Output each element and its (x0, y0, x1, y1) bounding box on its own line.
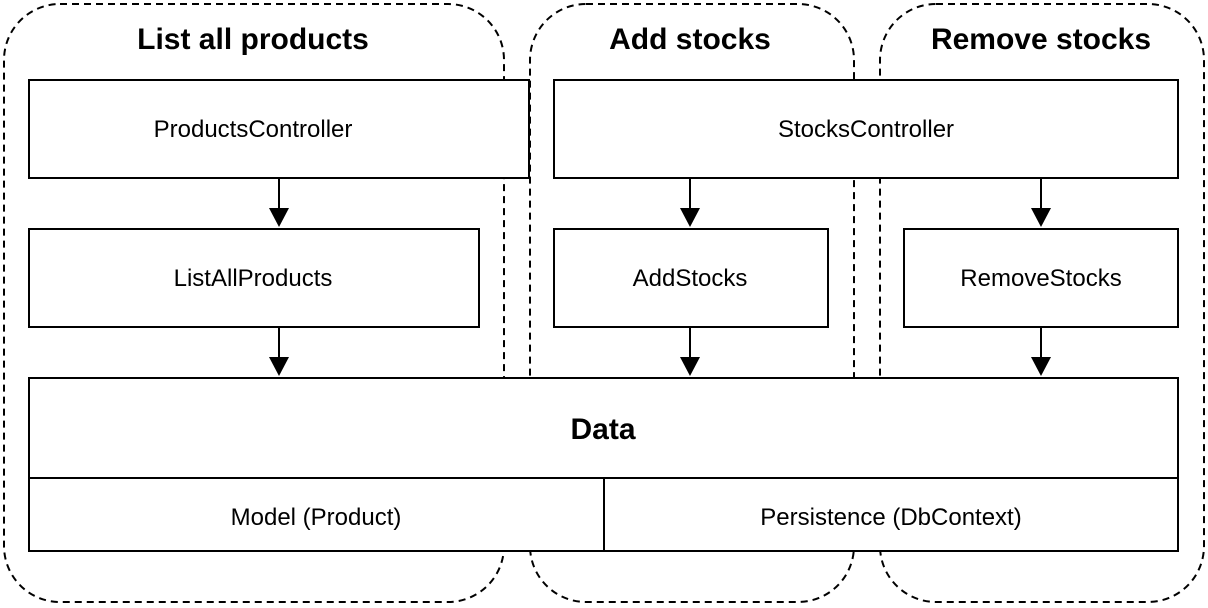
arrow-products-controller-to-list-all-products (269, 178, 289, 227)
arrow-add-stocks-to-data (680, 327, 700, 376)
title-backdrop (110, 14, 400, 64)
remove-stocks-label: RemoveStocks (960, 265, 1121, 292)
add-stocks-label: AddStocks (633, 265, 748, 292)
group-remove-stocks (879, 3, 1205, 603)
list-all-products-label: ListAllProducts (174, 265, 333, 292)
group-add-stocks (529, 3, 855, 603)
title-backdrop (590, 14, 790, 64)
title-backdrop (910, 14, 1172, 64)
list-all-products-box[interactable] (28, 228, 480, 328)
group-title-add-stocks: Add stocks (609, 23, 771, 56)
persistence-label: Persistence (DbContext) (760, 504, 1021, 531)
data-title: Data (570, 413, 635, 446)
stocks-controller-label: StocksController (778, 116, 954, 143)
products-controller-label: ProductsController (154, 116, 353, 143)
group-list-all-products (3, 3, 505, 603)
arrow-stocks-controller-to-add-stocks (680, 178, 700, 227)
arrow-remove-stocks-to-data (1031, 327, 1051, 376)
arrow-list-all-products-to-data (269, 327, 289, 376)
model-label: Model (Product) (231, 504, 402, 531)
products-controller-box[interactable] (28, 79, 530, 179)
group-title-list-all-products: List all products (137, 23, 369, 56)
group-title-remove-stocks: Remove stocks (931, 23, 1151, 56)
add-stocks-box[interactable] (553, 228, 829, 328)
remove-stocks-box[interactable] (903, 228, 1179, 328)
stocks-controller-box[interactable] (553, 79, 1179, 179)
arrow-stocks-controller-to-remove-stocks (1031, 178, 1051, 227)
